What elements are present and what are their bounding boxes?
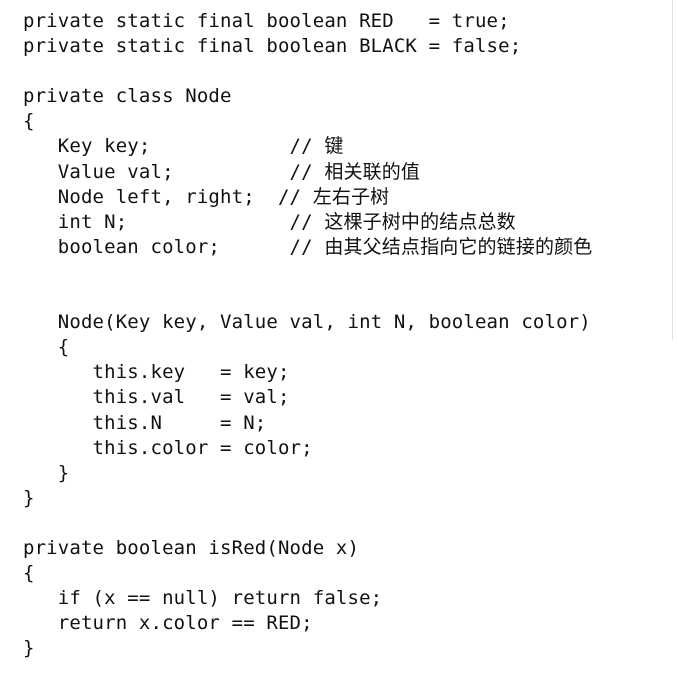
code-line (23, 260, 592, 285)
code-line (23, 285, 592, 310)
code-line: private static final boolean BLACK = fal… (23, 35, 522, 58)
code-line: this.key = key; (23, 361, 290, 384)
page-margin-rule (672, 0, 673, 340)
code-line: boolean color; // 由其父结点指向它的链接的颜色 (23, 235, 593, 258)
code-line (23, 511, 592, 536)
code-line: this.N = N; (23, 411, 267, 434)
code-line (23, 59, 592, 84)
code-line: this.val = val; (23, 386, 290, 409)
code-line: int N; // 这棵子树中的结点总数 (23, 210, 516, 233)
code-line: private static final boolean RED = true; (23, 10, 510, 32)
code-line: private boolean isRed(Node x) (23, 536, 360, 559)
code-block[interactable]: private static final boolean RED = true;… (23, 9, 592, 661)
code-line: private class Node (23, 85, 232, 108)
code-line: Node(Key key, Value val, int N, boolean … (23, 311, 591, 334)
code-line: { (23, 336, 70, 359)
code-line: { (23, 110, 35, 133)
code-line: } (23, 486, 35, 509)
code-line: if (x == null) return false; (23, 587, 383, 610)
code-line: Key key; // 键 (23, 135, 344, 158)
code-line: } (23, 637, 35, 660)
code-line: Value val; // 相关联的值 (23, 160, 421, 183)
code-line: this.color = color; (23, 436, 313, 459)
code-line: return x.color == RED; (23, 612, 313, 635)
code-line: { (23, 562, 35, 585)
code-line: } (23, 461, 70, 484)
code-line: Node left, right; // 左右子树 (23, 185, 390, 208)
